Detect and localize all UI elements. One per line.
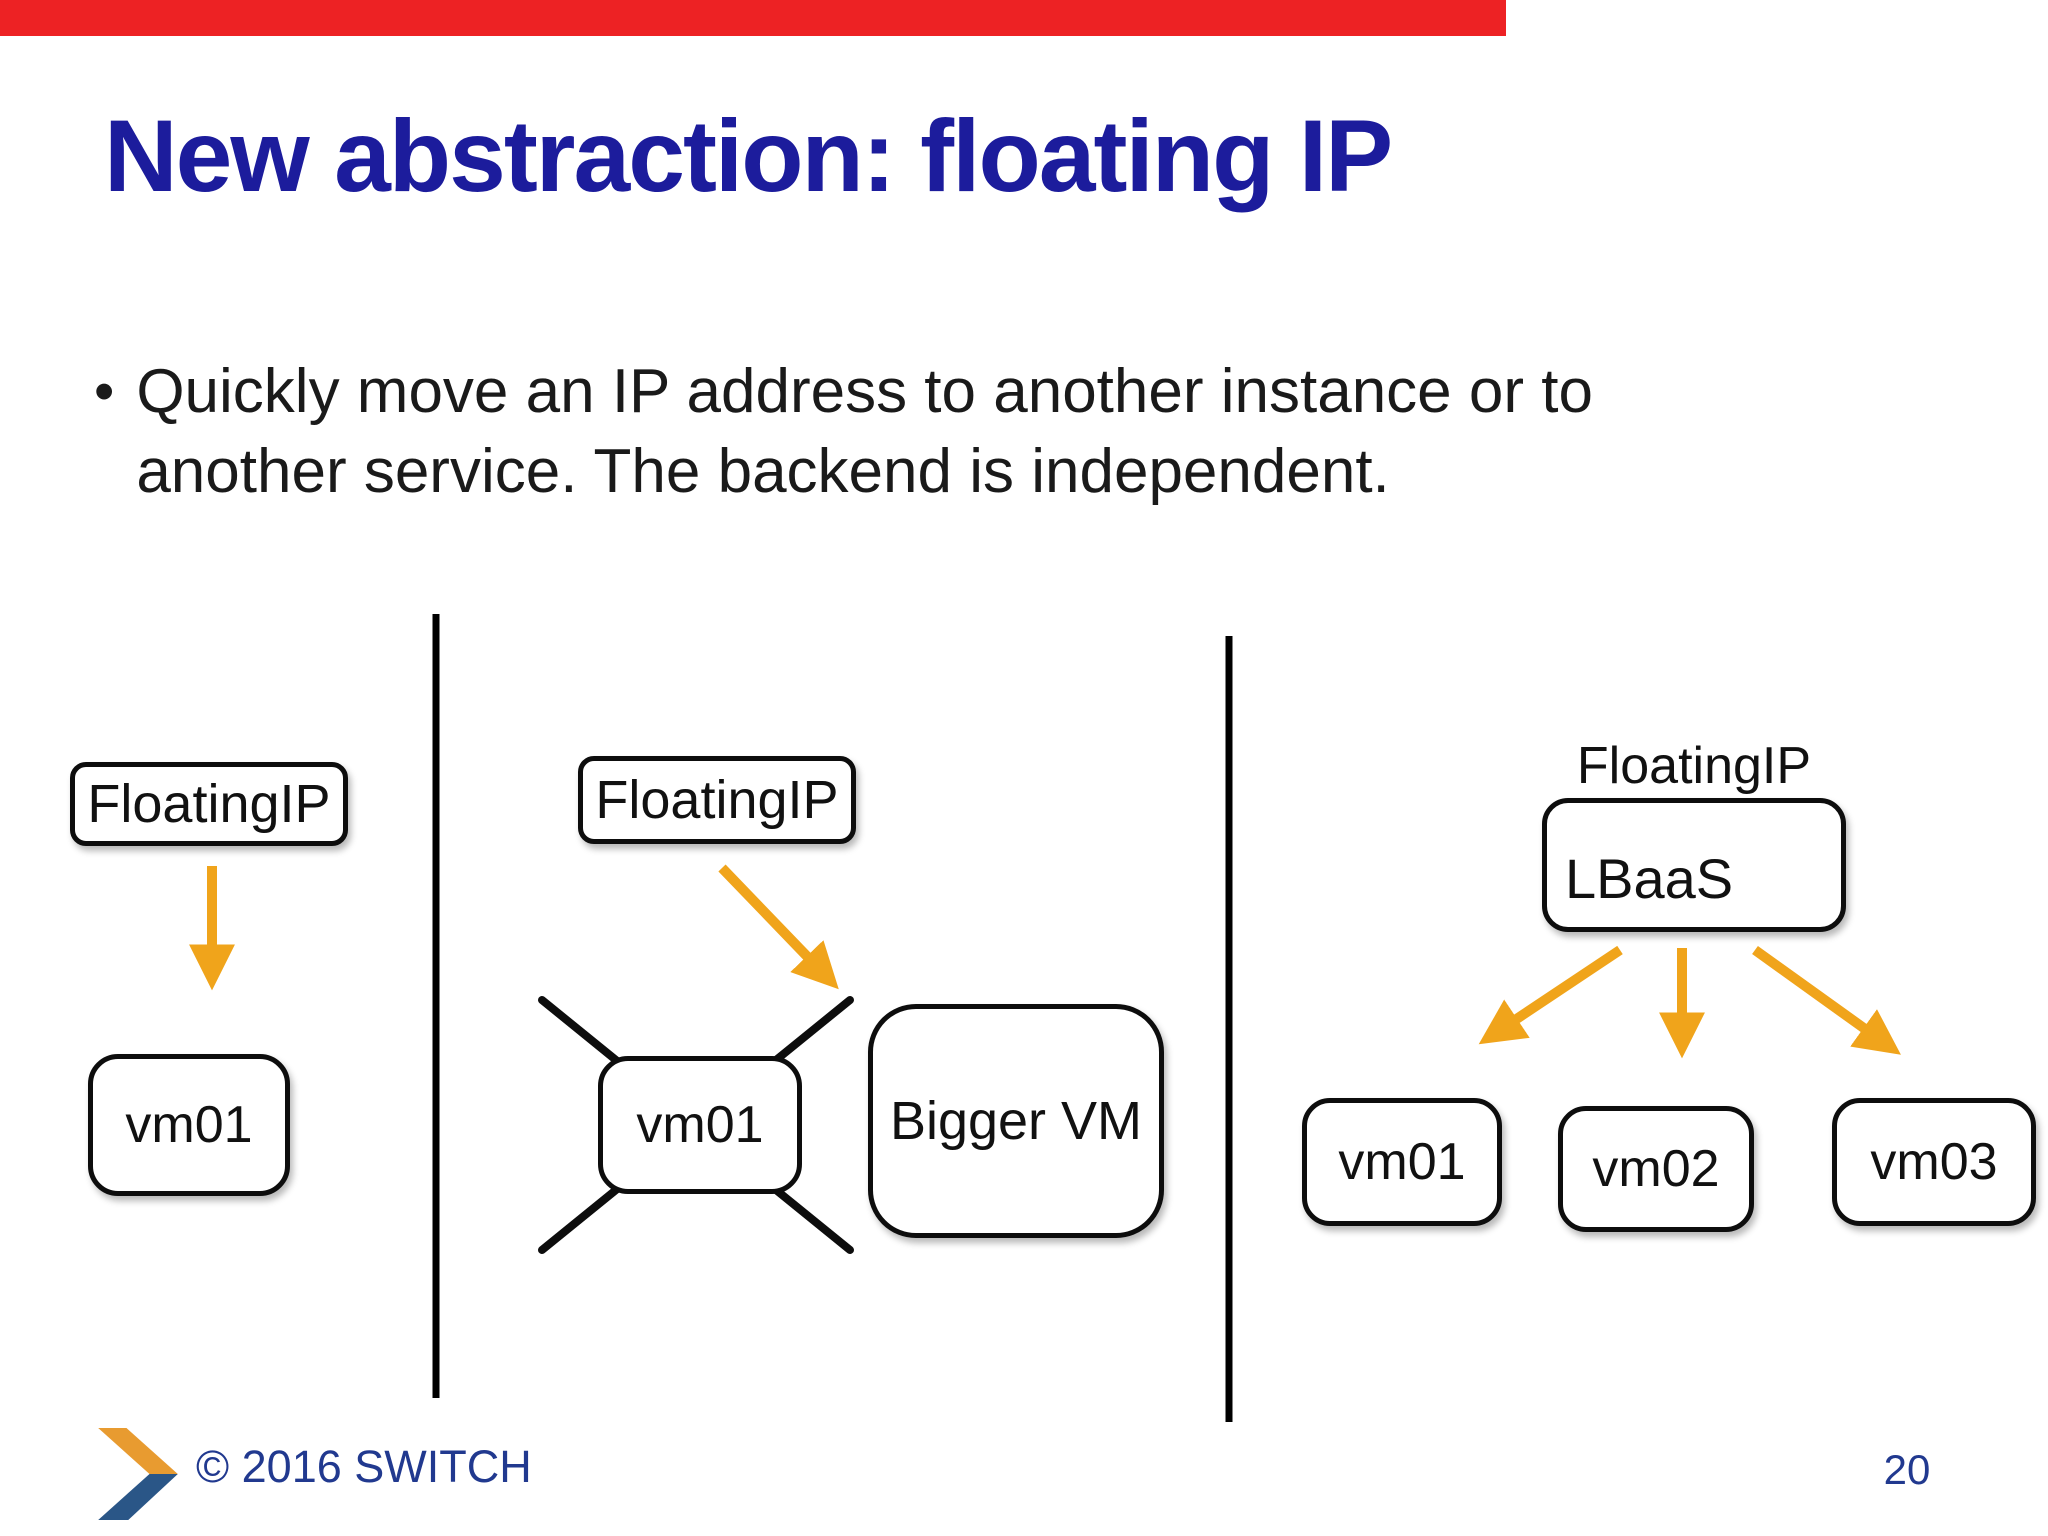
page-number: 20 xyxy=(1883,1446,1931,1493)
copyright-text: © 2016 SWITCH xyxy=(196,1441,532,1492)
floatingip-label: FloatingIP xyxy=(595,770,839,830)
vm02-label: vm02 xyxy=(1592,1140,1720,1198)
lbaas-box: LBaaS xyxy=(1542,798,1846,932)
floatingip-box-left: FloatingIP xyxy=(70,762,348,846)
bigger-vm-box: Bigger VM xyxy=(868,1004,1164,1238)
vm01-box-left: vm01 xyxy=(88,1054,290,1196)
vm01-box-right: vm01 xyxy=(1302,1098,1502,1226)
vm01-label: vm01 xyxy=(636,1096,764,1154)
bigger-vm-label: Bigger VM xyxy=(889,1091,1143,1151)
arrow-floatingip-to-biggervm xyxy=(718,864,839,990)
switch-logo-orange-arm xyxy=(98,1428,178,1474)
floatingip-caption-right: FloatingIP xyxy=(1576,737,1812,795)
switch-logo xyxy=(98,1428,178,1520)
vm03-label: vm03 xyxy=(1870,1133,1998,1191)
vm02-box-right: vm02 xyxy=(1558,1106,1754,1232)
floatingip-box-middle: FloatingIP xyxy=(578,756,856,844)
crossed-vm01-box: vm01 xyxy=(598,1056,802,1194)
arrow-lbaas-to-vm03 xyxy=(1752,945,1901,1055)
lbaas-label: LBaaS xyxy=(1565,847,1734,910)
bullet-item: • Quickly move an IP address to another … xyxy=(94,352,1593,512)
vm01-label: vm01 xyxy=(125,1096,253,1154)
floatingip-label: FloatingIP xyxy=(87,774,331,834)
vm01-label: vm01 xyxy=(1338,1133,1466,1191)
vm03-box-right: vm03 xyxy=(1832,1098,2036,1226)
bullet-dot: • xyxy=(94,359,115,424)
bullet-line-2: another service. The backend is independ… xyxy=(136,437,1390,506)
arrow-lbaas-to-vm01 xyxy=(1478,945,1623,1045)
switch-logo-blue-arm xyxy=(98,1474,178,1520)
page-title: New abstraction: floating IP xyxy=(104,99,1393,213)
bullet-line-1: Quickly move an IP address to another in… xyxy=(136,357,1593,426)
progress-bar xyxy=(0,0,1506,36)
bullet-text: Quickly move an IP address to another in… xyxy=(136,352,1593,512)
